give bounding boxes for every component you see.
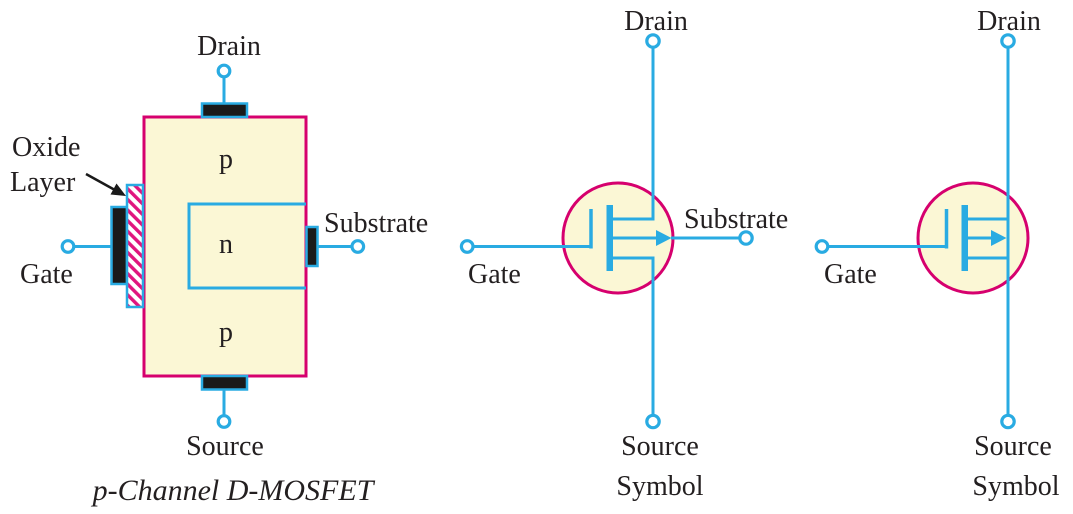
gate-terminal	[814, 239, 830, 254]
symbol-substrate-internal: Drain Gate Source Symbol	[814, 6, 1060, 502]
drain-label: Drain	[197, 31, 261, 62]
structure-diagram: Drain Source Gate Substrate Oxide Layer …	[10, 31, 428, 507]
oxide-pointer-arrowhead-icon	[110, 183, 126, 196]
drain-label: Drain	[624, 6, 688, 37]
oxide-pointer-line	[85, 172, 115, 191]
source-terminal	[1000, 413, 1016, 430]
channel-bar	[961, 205, 968, 271]
symbol-caption: Symbol	[616, 471, 703, 502]
drain-contact	[200, 102, 249, 119]
oxide-layer	[125, 183, 145, 309]
gate-label: Gate	[468, 259, 521, 290]
source-label: Source	[621, 431, 699, 462]
source-terminal	[645, 413, 661, 430]
substrate-contact	[305, 225, 319, 268]
drain-terminal	[216, 63, 232, 79]
semiconductor-body	[142, 115, 308, 378]
oxide-label-line2: Layer	[10, 167, 76, 198]
gate-label: Gate	[20, 259, 73, 290]
substrate-label: Substrate	[324, 208, 428, 239]
symbol-with-substrate-terminal: Drain Gate Substrate Source Symbol	[459, 6, 788, 502]
symbol-caption: Symbol	[972, 471, 1059, 502]
channel-bar	[606, 205, 613, 271]
oxide-label-line1: Oxide	[12, 132, 80, 163]
source-label: Source	[186, 431, 264, 462]
p-region-bottom-label: p	[219, 317, 233, 348]
drain-terminal	[645, 33, 661, 49]
substrate-arrowhead-icon	[656, 230, 672, 246]
substrate-terminal	[738, 230, 754, 246]
structure-caption: p-Channel D-MOSFET	[91, 474, 376, 507]
gate-terminal	[459, 239, 475, 254]
gate-terminal	[60, 239, 76, 254]
n-channel-region-outline	[187, 202, 306, 290]
source-terminal	[216, 414, 232, 429]
source-label: Source	[974, 431, 1052, 462]
gate-label: Gate	[824, 259, 877, 290]
drain-label: Drain	[977, 6, 1041, 37]
n-region-label: n	[219, 229, 233, 260]
substrate-label: Substrate	[684, 204, 788, 235]
substrate-terminal	[350, 239, 366, 254]
substrate-arrowhead-icon	[991, 230, 1007, 246]
gate-contact	[110, 205, 129, 286]
p-region-top-label: p	[219, 144, 233, 175]
drain-terminal	[1000, 33, 1016, 49]
source-contact	[200, 374, 249, 391]
